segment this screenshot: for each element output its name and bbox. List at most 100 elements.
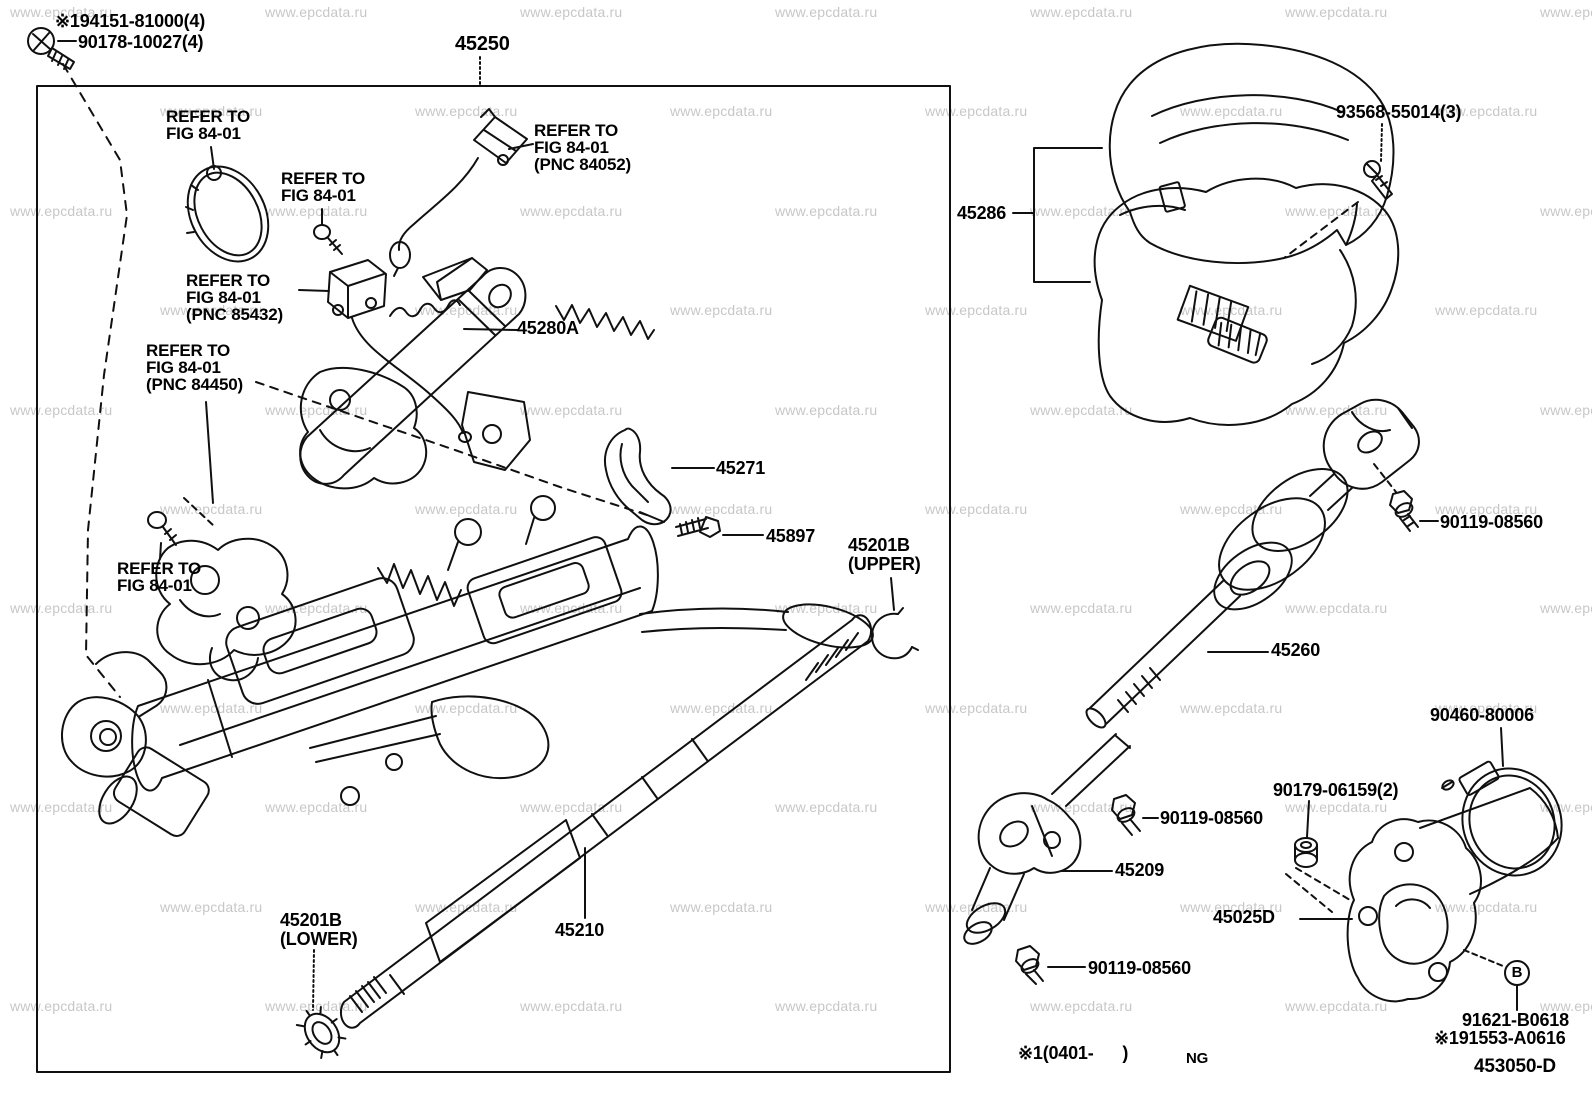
label-dust-cover: 45025D: [1213, 907, 1275, 927]
watermark-text: www.epcdata.ru: [10, 401, 113, 418]
label-lower-joint: 45209: [1115, 860, 1165, 880]
joint-bolt-lower-icon: [1015, 945, 1086, 985]
watermark-text: www.epcdata.ru: [775, 401, 878, 418]
watermark-text: www.epcdata.ru: [1180, 699, 1283, 716]
watermark-text: www.epcdata.ru: [775, 998, 878, 1014]
wiring-clamp-ring: [185, 146, 270, 263]
label-refer-switch: REFER TO FIG 84-01 (PNC 85432): [186, 271, 284, 324]
watermark-text: www.epcdata.ru: [265, 799, 368, 816]
label-b-callout: B: [1511, 964, 1523, 981]
watermark-text: www.epcdata.ru: [670, 501, 773, 517]
watermark-text: www.epcdata.ru: [1030, 998, 1133, 1014]
watermark-text: www.epcdata.ru: [10, 4, 113, 20]
label-fig-code: 453050-D: [1474, 1056, 1556, 1077]
alignment-dashed-line: [255, 381, 651, 517]
intermediate-shaft: [1085, 398, 1420, 729]
watermark-text: www.epcdata.ru: [1180, 103, 1283, 120]
watermark-text: www.epcdata.ru: [775, 202, 878, 219]
watermark-text: www.epcdata.ru: [160, 898, 263, 915]
label-column-hole-cover: 45271: [716, 458, 766, 478]
label-cover-screw: 93568-55014(3): [1336, 102, 1462, 122]
label-hose-clamp: 90460-80006: [1430, 705, 1534, 725]
diagram-border: [36, 85, 951, 1073]
watermark-text: www.epcdata.ru: [265, 202, 368, 219]
watermark-text: www.epcdata.ru: [1540, 998, 1592, 1014]
hose-clamp: [1441, 727, 1563, 877]
label-upper-tube: 45280A: [517, 318, 579, 338]
watermark-text: www.epcdata.ru: [160, 699, 263, 716]
main-shaft: [339, 614, 873, 1029]
label-b-bolt: 91621-B0618: [1462, 1010, 1569, 1030]
watermark-text: www.epcdata.ru: [1435, 302, 1538, 319]
label-b-bolt-alt: ※191553-A0616: [1434, 1028, 1566, 1048]
b-callout-circle: [1463, 949, 1530, 1011]
label-refer-bracket: REFER TO FIG 84-01 (PNC 84450): [146, 341, 244, 394]
snap-ring-upper: [871, 577, 919, 660]
label-refer-clamp: REFER TO FIG 84-01: [166, 107, 251, 143]
watermark-text: www.epcdata.ru: [160, 103, 263, 120]
joint-bolt-upper-icon: [1373, 463, 1439, 532]
watermark-text: www.epcdata.ru: [1285, 4, 1388, 20]
watermark-text: www.epcdata.ru: [670, 103, 773, 120]
watermark-text: www.epcdata.ru: [415, 699, 518, 716]
watermark-text: www.epcdata.ru: [1435, 103, 1538, 120]
label-seal-bolt: 90179-06159(2): [1273, 780, 1399, 800]
watermark-text: www.epcdata.ru: [160, 501, 263, 517]
ignition-switch-block: [298, 259, 472, 443]
label-snap-ring-upper: 45201B (UPPER): [848, 535, 921, 574]
bracket-screw-icon: [147, 511, 177, 560]
column-lower-cover: [1093, 177, 1400, 426]
watermark-text: www.epcdata.ru: [1435, 699, 1538, 716]
watermark-text: www.epcdata.ru: [775, 4, 878, 20]
column-hole-cover: [604, 427, 715, 526]
label-set-screw: 45897: [766, 526, 816, 546]
label-screw-alt: 90178-10027(4): [78, 32, 204, 52]
label-note-suffix: NG: [1186, 1050, 1209, 1067]
combination-switch-bracket: [155, 401, 297, 682]
label-snap-ring-lower: 45201B (LOWER): [280, 910, 358, 949]
label-joint-bolt-lower: 90119-08560: [1088, 958, 1191, 978]
watermark-text: www.epcdata.ru: [10, 202, 113, 219]
watermark-text: www.epcdata.ru: [1285, 401, 1388, 418]
watermark-text: www.epcdata.ru: [1030, 202, 1133, 219]
watermark-text: www.epcdata.ru: [1540, 4, 1592, 20]
watermark-text: www.epcdata.ru: [415, 103, 518, 120]
watermark-text: www.epcdata.ru: [775, 799, 878, 816]
watermark-text: www.epcdata.ru: [1540, 401, 1592, 418]
main-column-body: [131, 495, 874, 806]
label-intermediate-shaft: 45260: [1271, 640, 1321, 660]
watermark-text: www.epcdata.ru: [1540, 202, 1592, 219]
watermark-text: www.epcdata.ru: [520, 998, 623, 1014]
watermark-text: www.epcdata.ru: [1285, 799, 1388, 816]
watermark-text: www.epcdata.ru: [415, 898, 518, 915]
watermark-text: www.epcdata.ru: [520, 401, 623, 418]
seal-bolt-icon: [1285, 800, 1351, 913]
screw-reference-dashed-line: [62, 63, 128, 698]
watermark-text: www.epcdata.ru: [1030, 4, 1133, 20]
watermark-text: www.epcdata.ru: [10, 998, 113, 1014]
label-joint-bolt-upper: 90119-08560: [1440, 512, 1543, 532]
watermark-text: www.epcdata.ru: [520, 202, 623, 219]
label-screw-marker: ※194151-81000(4): [55, 11, 205, 31]
watermark-text: www.epcdata.ru: [1180, 898, 1283, 915]
watermark-text: www.epcdata.ru: [265, 4, 368, 20]
label-refer-joint: REFER TO FIG 84-01: [117, 559, 202, 595]
label-note: ※1(0401- ): [1018, 1043, 1129, 1063]
tilt-spring-lower: [377, 563, 462, 607]
watermark-text: www.epcdata.ru: [670, 898, 773, 915]
label-refer-harness: REFER TO FIG 84-01 (PNC 84052): [534, 121, 632, 174]
watermark-text: www.epcdata.ru: [415, 501, 518, 517]
harness-connector: [389, 108, 534, 277]
cover-bracket-lines: [1012, 147, 1103, 283]
column-lower-joint: [60, 651, 210, 837]
watermark-text: www.epcdata.ru: [1540, 600, 1592, 617]
watermark-text: www.epcdata.ru: [1030, 600, 1133, 617]
joint-bolt-mid-icon: [1111, 794, 1159, 836]
watermark-text: www.epcdata.ru: [670, 302, 773, 319]
watermark-text: www.epcdata.ru: [10, 799, 113, 816]
label-refer-screw: REFER TO FIG 84-01: [281, 169, 366, 205]
watermark-text: www.epcdata.ru: [160, 302, 263, 319]
watermark-text: www.epcdata.ru: [1435, 898, 1538, 915]
